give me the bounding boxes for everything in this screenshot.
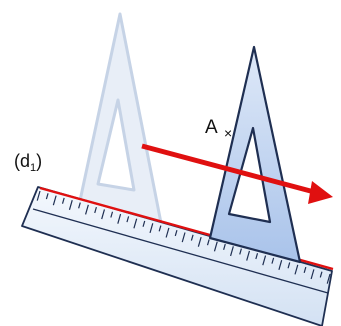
ruler-tick [181,232,186,243]
ruler-tick [239,248,242,255]
line-label-subscript: 1 [30,162,36,174]
ruler-tick [271,257,275,264]
ruler-tick [255,253,259,260]
ruler-tick [197,236,202,247]
ruler-scale-edge [32,208,329,294]
ghost-set-square [76,12,164,230]
ruler-tick [206,239,210,246]
cross-mark-icon: × [224,125,232,141]
ruler-tick [126,216,130,223]
ruler-tick [287,262,291,269]
ruler-tick [190,234,194,241]
ruler-tick [142,220,146,227]
ruler-tick [326,273,331,284]
ruler-tick [85,204,89,215]
ruler-tick [110,211,114,218]
set-square[interactable] [208,45,302,264]
ruler-tick [45,193,49,200]
ruler-tick [133,218,138,229]
line-label: (d1) [14,151,42,174]
ruler-tick [52,195,57,206]
ruler-tick [117,213,122,224]
line-label-main: (d [14,151,30,171]
ruler-tick [36,190,41,201]
ruler-tick [303,266,307,274]
arrow-right-icon [141,143,333,204]
point-label: A [205,117,218,138]
ruler-tick [94,206,97,214]
ruler-tick [68,200,73,211]
ruler-tick [149,223,154,234]
ruler-tick [310,269,315,280]
ruler-tick [294,264,299,275]
ruler-tick [246,250,251,261]
ruler-tick [262,255,267,266]
ruler-tick [278,260,283,270]
ruler-tick [101,209,106,220]
ruler-tick [61,197,65,204]
ruler-tick [174,230,178,237]
ruler-tick [165,227,170,238]
ruler-tick [213,241,218,252]
ruler-tick [230,246,234,257]
ruler-ticks [36,190,331,284]
ruler-tick [319,271,323,278]
line-label-close: ) [36,151,42,171]
ruler-tick [78,202,81,209]
ruler-tick [223,243,226,250]
ruler-tick [158,225,162,232]
